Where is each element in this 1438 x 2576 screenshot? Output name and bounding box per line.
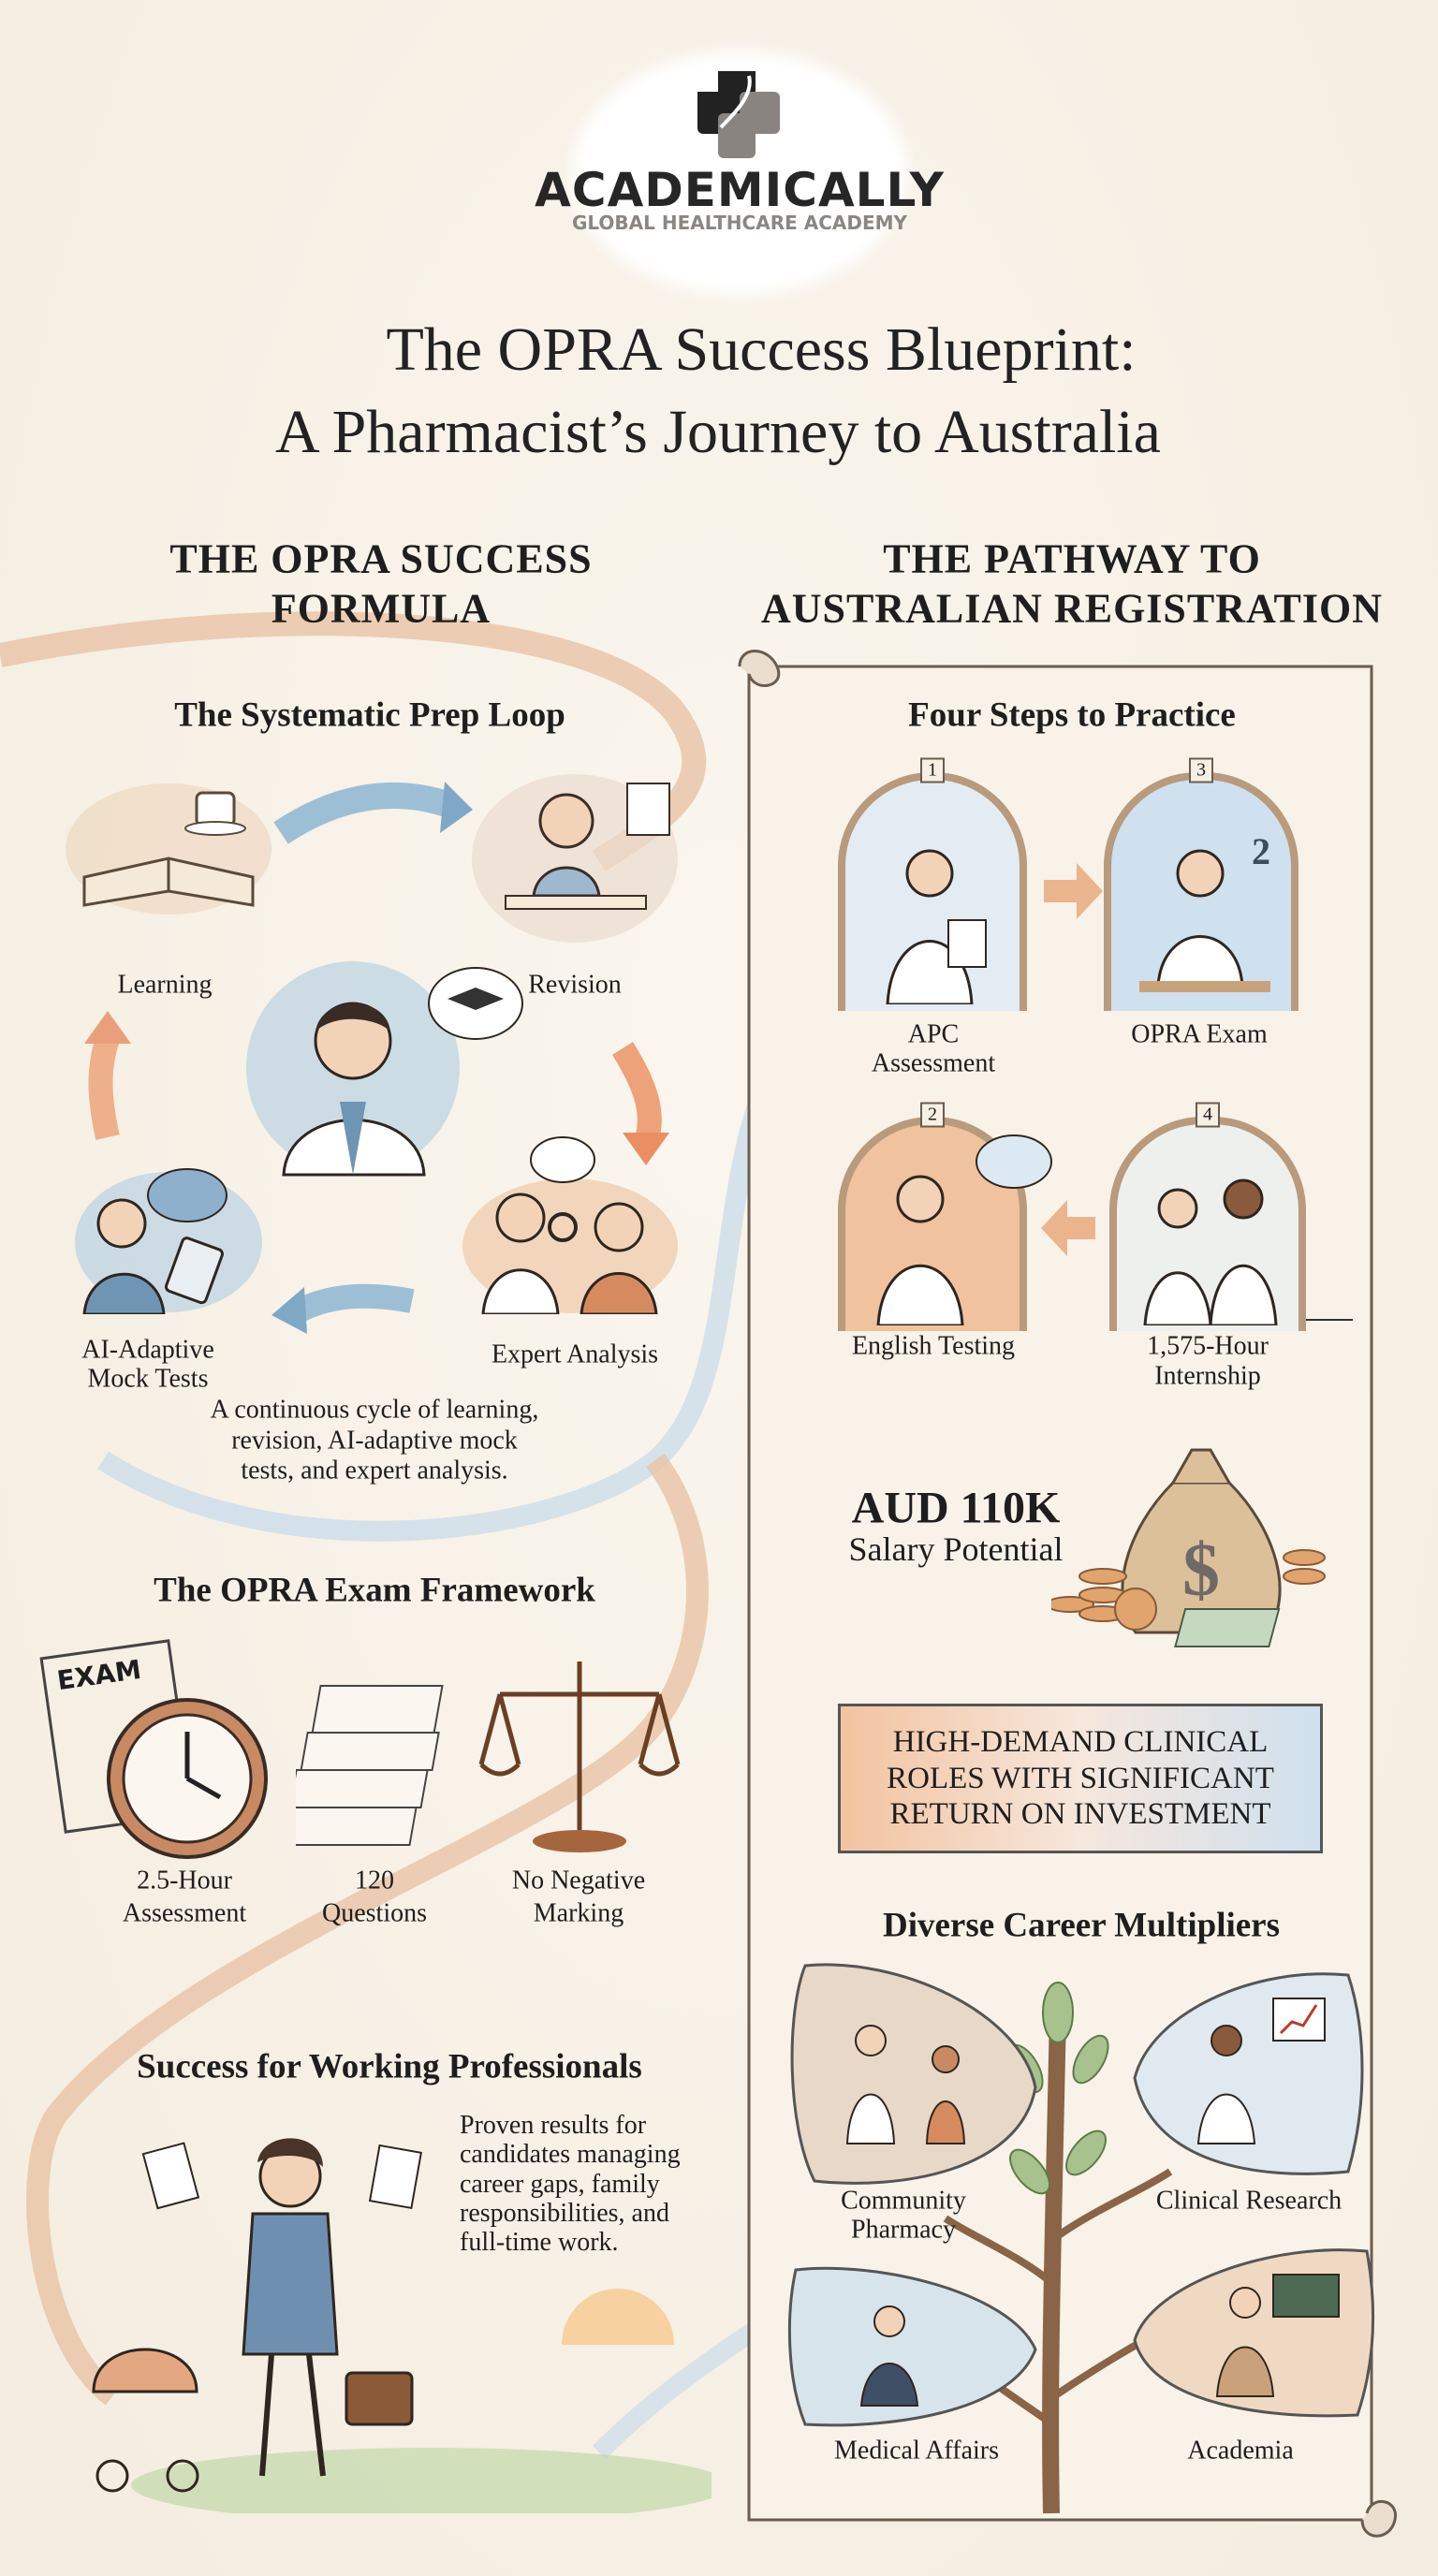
right-heading-line2: AUSTRALIAN REGISTRATION: [761, 585, 1383, 632]
left-heading-line2: FORMULA: [271, 585, 492, 632]
roi-callout-box: HIGH-DEMAND CLINICAL ROLES WITH SIGNIFIC…: [838, 1704, 1323, 1853]
logo-wordmark: ACADEMICALLY: [535, 163, 945, 217]
step-apc-assessment-arch: 1: [838, 757, 1027, 1011]
salary-amount: AUD 110K: [851, 1483, 1061, 1533]
loop-label-ai-line2: Mock Tests: [87, 1364, 209, 1394]
professionals-text-line: Proven results for: [460, 2111, 647, 2140]
framework-item-2-line2: Questions: [322, 1898, 427, 1928]
ai-mock-test-illustration: [75, 1168, 262, 1314]
logo-tagline: GLOBAL HEALTHCARE ACADEMY: [571, 212, 908, 234]
step-label-internship-line2: Internship: [1154, 1361, 1261, 1391]
career-tree-illustration: [787, 1963, 1375, 2514]
pharmacy-internship-illustration: [1143, 1178, 1278, 1327]
working-mother-illustration: [92, 2138, 712, 2513]
step-number-badge: 3: [1189, 757, 1213, 783]
pharmacist-speaking-illustration: [876, 1134, 1052, 1327]
step-label-internship-line1: 1,575-Hour: [1147, 1331, 1269, 1361]
loop-label-expert-analysis: Expert Analysis: [491, 1339, 659, 1369]
framework-item-1-line1: 2.5-Hour: [137, 1866, 232, 1895]
loop-label-revision: Revision: [528, 970, 622, 1000]
prep-loop-description-line1: A continuous cycle of learning,: [210, 1395, 539, 1425]
exam-framework-title: The OPRA Exam Framework: [154, 1571, 595, 1610]
framework-item-2-line1: 120: [355, 1866, 394, 1895]
prep-loop-description-line2: revision, AI-adaptive mock: [231, 1426, 518, 1456]
medical-cross-logo-icon: [697, 71, 780, 158]
pharmacist-avatar-illustration: [246, 961, 523, 1177]
roi-callout-line: ROLES WITH SIGNIFICANT: [887, 1761, 1274, 1795]
professionals-text-line: full-time work.: [460, 2228, 619, 2258]
briefcase-icon: [345, 2371, 414, 2426]
balance-scale-icon: [478, 1661, 681, 1852]
pharmacist-with-document-illustration: [886, 849, 987, 1006]
step-number-badge: 1: [920, 757, 945, 783]
clock-icon: [107, 1698, 268, 1859]
framework-item-1-line2: Assessment: [122, 1898, 247, 1928]
arrow-left-icon: [271, 1287, 307, 1334]
four-steps-title: Four Steps to Practice: [908, 695, 1236, 735]
professionals-text-line: candidates managing: [460, 2140, 681, 2170]
prep-loop-description-line3: tests, and expert analysis.: [241, 1456, 508, 1486]
step-opra-exam-arch: 3 2: [1104, 757, 1299, 1011]
open-book-coffee-illustration: [66, 783, 271, 915]
career-label-community-line2: Pharmacy: [851, 2215, 956, 2245]
career-label-clinical-research: Clinical Research: [1155, 2186, 1343, 2216]
career-label-medical-affairs: Medical Affairs: [834, 2436, 999, 2466]
loop-label-learning: Learning: [117, 970, 213, 1000]
expert-analysis-illustration: [462, 1136, 678, 1314]
left-heading-line1: THE OPRA SUCCESS: [169, 535, 593, 582]
sunset-icon: [562, 2289, 674, 2345]
roi-callout-line: RETURN ON INVESTMENT: [889, 1797, 1271, 1832]
professionals-title: Success for Working Professionals: [137, 2047, 642, 2086]
framework-item-3-line2: Marking: [533, 1898, 624, 1928]
step-label-apc-line2: Assessment: [871, 1048, 996, 1078]
step-number-badge: 4: [1196, 1102, 1220, 1128]
step-label-opra-exam: OPRA Exam: [1131, 1019, 1268, 1049]
student-studying-illustration: [472, 774, 678, 943]
professionals-text: Proven results for candidates managing c…: [460, 2111, 681, 2258]
career-label-community-line1: Community: [841, 2186, 966, 2216]
framework-item-3-line1: No Negative: [511, 1866, 646, 1895]
arrow-down-icon: [623, 1133, 669, 1165]
pharmacist-taking-exam-illustration: 2: [1139, 830, 1270, 992]
community-pharmacy-leaf: [790, 1963, 1037, 2185]
page-title-line1: The OPRA Success Blueprint:: [386, 315, 1137, 384]
prep-loop-title: The Systematic Prep Loop: [174, 695, 565, 735]
professionals-text-line: career gaps, family: [460, 2169, 660, 2199]
medical-affairs-leaf: [787, 2266, 1037, 2427]
roi-callout-line: HIGH-DEMAND CLINICAL: [892, 1725, 1269, 1760]
step-english-testing-arch: 2: [838, 1102, 1052, 1331]
page-title-line2: A Pharmacist’s Journey to Australia: [275, 398, 1161, 466]
step-label-apc-line1: APC: [907, 1019, 960, 1049]
loop-label-ai-line1: AI-Adaptive: [81, 1335, 214, 1365]
step-internship-arch: 4: [1109, 1102, 1306, 1331]
careers-title: Diverse Career Multipliers: [882, 1906, 1281, 1945]
svg-text:2: 2: [1252, 830, 1270, 872]
arrow-right-icon: [440, 782, 473, 833]
svg-text:$: $: [1182, 1530, 1220, 1612]
step-number-badge: 2: [920, 1102, 945, 1128]
step-label-english-testing: English Testing: [851, 1331, 1016, 1361]
career-label-academia: Academia: [1187, 2436, 1294, 2466]
money-bag-icon: $: [1051, 1448, 1326, 1647]
arrow-up-icon: [84, 1011, 131, 1044]
salary-label: Salary Potential: [848, 1530, 1064, 1568]
right-heading-line1: THE PATHWAY TO: [883, 535, 1261, 582]
stroller-icon: [92, 2348, 198, 2393]
question-papers-stack-icon: [296, 1685, 444, 1846]
professionals-text-line: responsibilities, and: [460, 2199, 669, 2229]
